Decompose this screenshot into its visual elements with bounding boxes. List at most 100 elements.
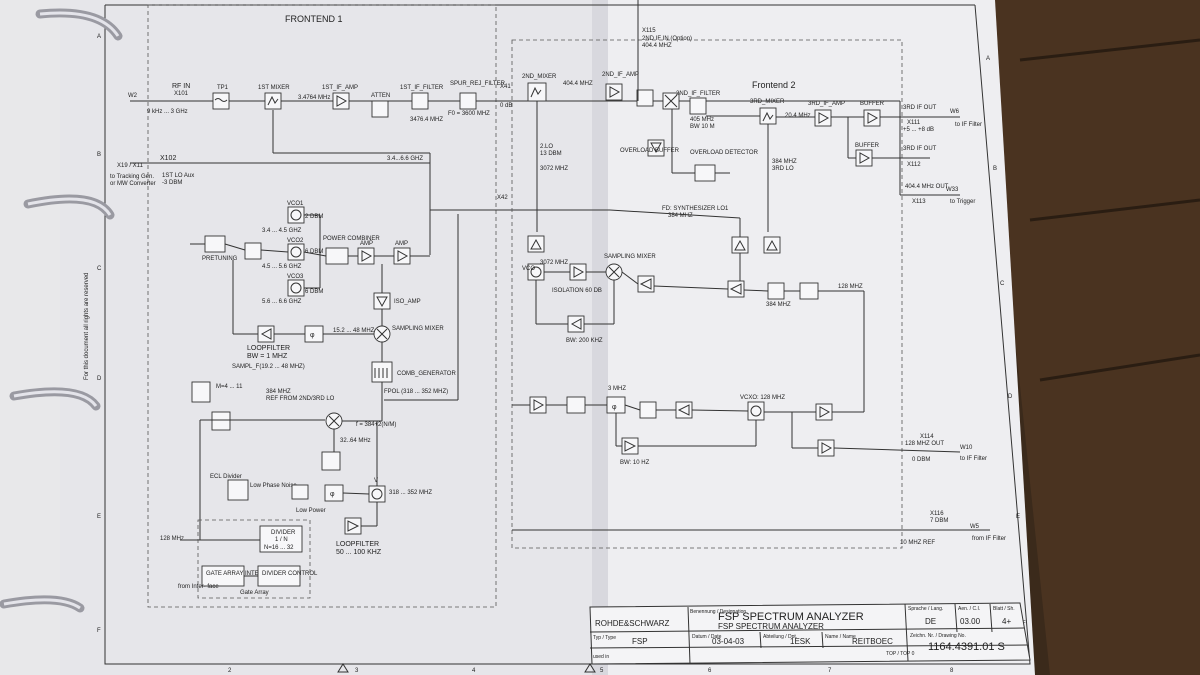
sheet-label: Blatt / Sh. — [993, 606, 1015, 612]
name-label: Name / Name — [825, 634, 856, 640]
if-amp1-label: 1ST_IF_AMP — [322, 85, 358, 91]
tp1-lowpass-block — [212, 92, 230, 110]
date-label: Datum / Date — [692, 634, 722, 640]
freq-128: 128 MHz — [160, 536, 184, 542]
to-if-filter-label: to IF Filter — [955, 122, 982, 128]
x41-label: X41 — [500, 84, 511, 90]
grid-col-6: 6 — [708, 668, 712, 674]
vco2-block — [287, 243, 305, 261]
ref10-label: 10 MHZ REF — [900, 540, 935, 546]
lo-ref2: REF FROM 2ND/3RD LO — [266, 396, 335, 402]
to-trigger-label: to Trigger — [950, 199, 975, 205]
vcxo-block — [747, 401, 765, 421]
f32-label: 32..64 MHz — [340, 438, 371, 444]
switch3-block — [636, 89, 654, 107]
gate-array-box — [197, 519, 311, 599]
lo-aux-label: 1ST LO Aux — [162, 173, 194, 179]
div2-block — [211, 411, 231, 431]
x42-label: X42 — [497, 195, 508, 201]
dept-label: Abteilung / Dpt. — [763, 634, 797, 640]
w5-label: W5 — [970, 524, 980, 530]
amp2-label: AMP — [395, 241, 408, 247]
mixer3-label: 3RD_MIXER — [750, 99, 785, 105]
used-in-label: used in — [593, 654, 609, 660]
lo2-freq: 3072 MHZ — [540, 166, 568, 172]
loopfilter2-bw: 50 ... 100 KHZ — [336, 549, 382, 556]
title-line-2: FSP SPECTRUM ANALYZER — [718, 622, 824, 631]
lang-value: DE — [925, 617, 936, 626]
div-block — [639, 401, 657, 419]
w10-label: W10 — [960, 445, 973, 451]
x41-level: 0 dB — [500, 103, 512, 109]
switch-block — [244, 242, 262, 260]
iso-amp-label: ISO_AMP — [394, 299, 421, 305]
drawing-no-label: Zeichn. Nr. / Drawing No. — [910, 633, 966, 639]
if-filter2-label: 2ND_IF_FILTER — [676, 91, 721, 97]
x115-freq: 404.4 MHZ — [642, 43, 672, 49]
loopfilter3-block — [567, 315, 585, 333]
sampl-freq: SAMPL_F(19.2 ... 48 MHZ) — [232, 364, 305, 370]
tp1-label: TP1 — [217, 85, 229, 91]
w6-label: W6 — [950, 109, 960, 115]
if-filter1-label: 1ST_IF_FILTER — [400, 85, 444, 91]
w33-label: W33 — [946, 187, 959, 193]
mult-block — [566, 396, 586, 414]
low-noise-label: Low Phase Noise — [250, 483, 297, 489]
dept-value: 1ESK — [790, 637, 811, 646]
frontend1-title: FRONTEND 1 — [285, 14, 343, 24]
grid-col-2: 2 — [228, 668, 232, 674]
if-filter1-freq: 3476.4 MHZ — [410, 117, 443, 123]
divider-range: N=16 ... 32 — [264, 545, 294, 551]
vco3-range: 5.6 ... 6.6 GHZ — [262, 299, 302, 305]
if-filter1-block — [411, 92, 429, 110]
power-combiner-block — [325, 247, 349, 265]
topo-label: TOP / TOP 0 — [886, 651, 915, 657]
vco2-label: VCO2 — [287, 238, 304, 244]
bw200-label: BW: 200 KHZ — [566, 338, 603, 344]
if-amp3-label: 3RD_IF_AMP — [808, 101, 845, 107]
x115-note: 2ND IF IN (Option) — [642, 36, 692, 42]
mixer1-block — [264, 92, 282, 110]
f-eq: f = 384+2(N/M) — [356, 422, 396, 428]
grid-row-e: E — [97, 514, 101, 520]
ref-level: 7 DBM — [930, 518, 948, 524]
grid-col-3: 3 — [355, 668, 359, 674]
gate-array-label: Gate Array — [240, 590, 269, 596]
title-line-1: FSP SPECTRUM ANALYZER — [718, 611, 864, 623]
lo-aux-level: -3 DBM — [162, 180, 182, 186]
combiner-label: POWER COMBINER — [323, 236, 380, 242]
overload-det-label: OVERLOAD DETECTOR — [690, 150, 759, 156]
vco3-level: 6 DBM — [305, 289, 323, 295]
divider-n: 1 / N — [275, 537, 288, 543]
if-amp2-label: 2ND_IF_AMP — [602, 72, 639, 78]
if3-freq: 20.4 MHz — [785, 113, 811, 119]
grid-row-b-right: B — [993, 166, 997, 172]
grid-marker-3 — [337, 663, 349, 673]
divider-label: DIVIDER — [271, 530, 296, 536]
x111-label: X111 — [907, 120, 921, 126]
loopfilter1-block — [257, 325, 275, 343]
vco1-level: 2 DBM — [305, 214, 323, 220]
vco1-label: VCO1 — [287, 201, 304, 207]
ecl-divider-block — [227, 479, 249, 501]
sheet-value: 4+ — [1002, 617, 1011, 626]
lo-range: 3.4...6.6 GHZ — [387, 156, 423, 162]
loopfilter1-label: LOOPFILTER — [247, 345, 290, 352]
gate-array-if-label: GATE ARRAY INTERFACE — [206, 571, 279, 577]
grid-row-d: D — [97, 376, 102, 382]
vco-3072-freq: 3072 MHZ — [540, 260, 568, 266]
lo3-label: 3RD LO — [772, 166, 794, 172]
out404-label: 404.4 MHz OUT — [905, 184, 949, 190]
phase-detector3-symbol: φ — [612, 404, 617, 411]
spur-filter-label: SPUR_REJ_FILTER — [450, 81, 506, 87]
overload-buffer-label: OVERLOAD BUFFER — [620, 148, 680, 154]
amp-up3-block — [763, 236, 781, 254]
pretuning-label: PRETUNING — [202, 256, 238, 262]
divider-block — [259, 525, 303, 553]
fpol-label: FPOL (318 ... 352 MHZ) — [384, 389, 448, 395]
from-if-filter-label: from IF Filter — [972, 536, 1006, 542]
m-div-label: M=4 ... 11 — [216, 384, 243, 390]
x116-label: X116 — [930, 511, 944, 517]
